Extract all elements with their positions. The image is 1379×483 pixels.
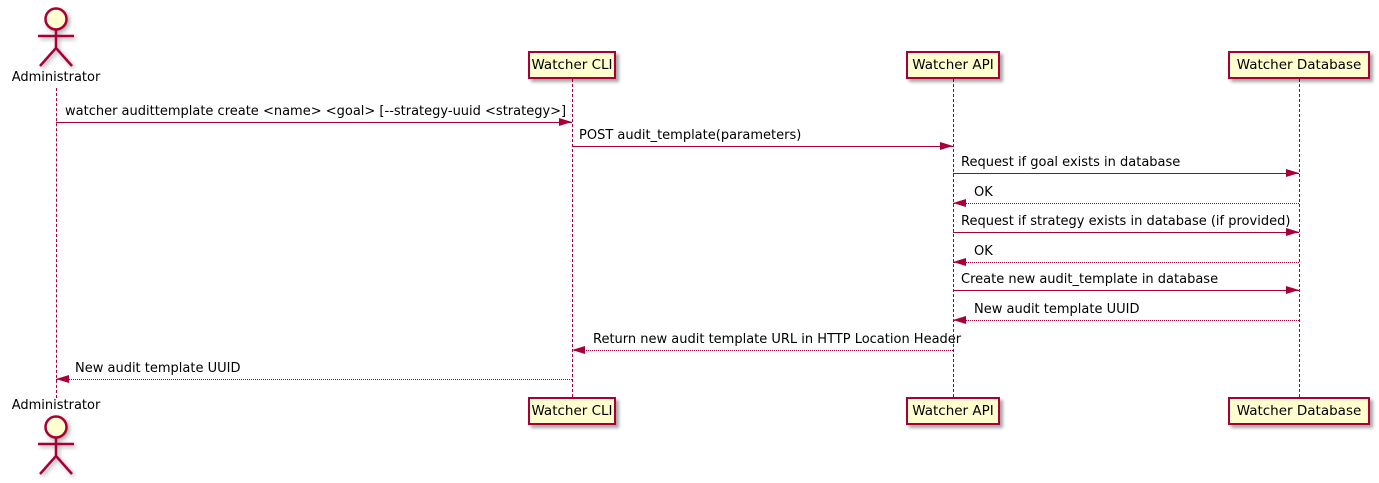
participant-watcher-cli-bottom: Watcher CLI <box>528 397 616 425</box>
participant-label: Watcher CLI <box>531 57 613 73</box>
message-label: POST audit_template(parameters) <box>579 128 802 143</box>
lifeline-watcher-api <box>953 79 954 397</box>
message-5: Request if strategy exists in database (… <box>953 214 1299 240</box>
message-1: watcher audittemplate create <name> <goa… <box>56 104 572 130</box>
message-label: OK <box>974 185 993 200</box>
message-line <box>572 146 953 147</box>
participant-label: Watcher Database <box>1236 57 1362 73</box>
message-label: OK <box>974 244 993 259</box>
actor-icon <box>38 415 74 475</box>
message-label: Return new audit template URL in HTTP Lo… <box>593 332 962 347</box>
arrowhead-right-icon <box>559 118 572 126</box>
arrowhead-left-icon <box>572 346 585 354</box>
message-line <box>56 379 572 380</box>
arrowhead-right-icon <box>1286 169 1299 177</box>
participant-label: Watcher CLI <box>531 403 613 419</box>
message-3: Request if goal exists in database <box>953 155 1299 181</box>
lifeline-watcher-cli <box>572 79 573 397</box>
participant-watcher-cli-top: Watcher CLI <box>528 51 616 79</box>
message-line <box>56 122 572 123</box>
message-label: New audit template UUID <box>974 302 1140 317</box>
participant-label: Watcher API <box>912 57 994 73</box>
participant-watcher-api-top: Watcher API <box>906 51 1000 79</box>
message-label: watcher audittemplate create <name> <goa… <box>65 104 567 119</box>
message-10: New audit template UUID <box>56 361 572 387</box>
message-line <box>953 290 1299 291</box>
message-7: Create new audit_template in database <box>953 272 1299 298</box>
actor-administrator-bottom: Administrator <box>8 398 104 478</box>
message-label: Create new audit_template in database <box>961 272 1219 287</box>
arrowhead-left-icon <box>56 375 69 383</box>
arrowhead-left-icon <box>953 199 966 207</box>
message-line <box>953 173 1299 174</box>
message-line <box>953 320 1299 321</box>
message-line <box>953 232 1299 233</box>
participant-label: Watcher Database <box>1236 403 1362 419</box>
message-line <box>953 262 1299 263</box>
actor-administrator-top: Administrator <box>8 6 104 86</box>
message-label: Request if strategy exists in database (… <box>961 214 1291 229</box>
actor-label: Administrator <box>11 70 101 85</box>
message-label: New audit template UUID <box>75 361 241 376</box>
participant-watcher-api-bottom: Watcher API <box>906 397 1000 425</box>
message-2: POST audit_template(parameters) <box>572 128 953 154</box>
arrowhead-right-icon <box>1286 286 1299 294</box>
lifeline-watcher-database <box>1299 79 1300 397</box>
participant-watcher-database-bottom: Watcher Database <box>1228 397 1370 425</box>
message-line <box>572 350 953 351</box>
arrowhead-left-icon <box>953 258 966 266</box>
lifeline-administrator <box>56 88 57 398</box>
message-line <box>953 203 1299 204</box>
message-9: Return new audit template URL in HTTP Lo… <box>572 332 961 358</box>
message-label: Request if goal exists in database <box>961 155 1181 170</box>
actor-icon <box>38 7 74 67</box>
arrowhead-right-icon <box>940 142 953 150</box>
actor-label: Administrator <box>11 398 101 413</box>
message-6: OK <box>953 244 1299 270</box>
participant-label: Watcher API <box>912 403 994 419</box>
arrowhead-left-icon <box>953 316 966 324</box>
message-8: New audit template UUID <box>953 302 1299 328</box>
participant-watcher-database-top: Watcher Database <box>1228 51 1370 79</box>
message-4: OK <box>953 185 1299 211</box>
arrowhead-right-icon <box>1286 228 1299 236</box>
